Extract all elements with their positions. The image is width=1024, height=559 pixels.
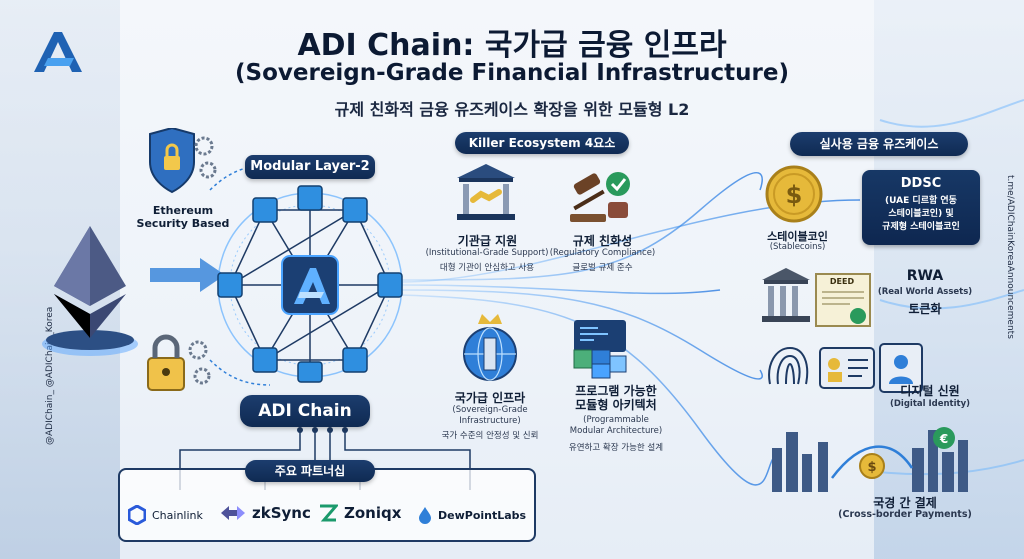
partner-zksync: zkSync — [220, 504, 311, 522]
security-label: Ethereum Security Based — [136, 204, 230, 230]
modular-layer2-badge: Modular Layer-2 — [245, 155, 375, 179]
adi-logo — [34, 32, 82, 72]
killer-item-3-desc: 국가 수준의 안정성 및 신뢰 — [441, 431, 539, 441]
page-title-english: (Sovereign-Grade Financial Infrastructur… — [235, 60, 789, 86]
layer2-network-diagram — [217, 185, 403, 383]
rwa-sub: 토큰화 — [908, 302, 942, 316]
digital-identity-icons — [768, 343, 923, 393]
partner-dewpointlabs: DewPointLabs — [418, 506, 526, 524]
bank-handshake-icon — [457, 164, 515, 220]
rwa-en: (Real World Assets) — [877, 287, 973, 297]
payments-title: 국경 간 결제 — [873, 496, 937, 510]
rwa-title: RWA — [906, 268, 944, 284]
killer-item-1-en: (Institutional-Grade Support) — [425, 248, 549, 258]
svg-text:€: € — [939, 432, 948, 446]
adi-chain-badge: ADI Chain — [240, 395, 370, 427]
svg-text:$: $ — [867, 460, 876, 475]
partnerships-label: 주요 파트너십 — [245, 460, 375, 482]
killer-item-4-en2: Modular Architecture) — [569, 426, 663, 436]
identity-title: 디지털 신원 — [900, 384, 960, 398]
killer-item-3-en2: Infrastructure) — [459, 416, 521, 426]
page-subtitle: 규제 친화적 금융 유즈케이스 확장을 위한 모듈형 L2 — [334, 100, 690, 119]
killer-item-4-en: (Programmable — [583, 415, 649, 425]
bank-deed-icon — [762, 268, 871, 327]
gavel-stamp-icon — [570, 172, 630, 222]
ethereum-icon — [42, 226, 138, 356]
crown-globe-icon — [463, 314, 517, 381]
killer-item-2-title: 규제 친화성 — [572, 234, 633, 248]
partner-chainlink: Chainlink — [128, 505, 203, 525]
killer-item-3-title: 국가급 인프라 — [454, 391, 526, 405]
killer-item-1-desc: 대형 기관이 안심하고 사용 — [439, 263, 535, 273]
killer-item-1-title: 기관급 지원 — [457, 234, 518, 248]
telegram-handle-right: t.me/ADIChainKoreaAnnouncements — [1005, 175, 1015, 339]
stablecoin-en: (Stablecoins) — [769, 242, 826, 252]
zksync-icon — [221, 506, 245, 520]
stablecoin-title: 스테이블코인 — [767, 230, 828, 243]
zoniqx-icon — [320, 504, 338, 522]
padlock-icon — [147, 334, 211, 391]
dollar-coin-icon: $ — [765, 165, 823, 223]
page-title: ADI Chain: 국가급 금융 인프라 — [297, 28, 727, 63]
killer-item-3-en: (Sovereign-Grade — [452, 405, 528, 415]
svg-text:$: $ — [786, 181, 803, 209]
killer-ecosystem-header: Killer Ecosystem 4요소 — [455, 132, 629, 154]
killer-item-4-desc: 유연하고 확장 가능한 설계 — [568, 443, 664, 453]
ddsc-card: DDSC (UAE 디르함 연동 스테이블코인) 및 규제형 스테이블코인 — [862, 170, 980, 245]
killer-item-4-title: 프로그램 가능한 모듈형 아키텍처 — [575, 384, 657, 412]
partner-zoniqx: Zoniqx — [318, 503, 401, 523]
payments-en: (Cross-border Payments) — [838, 509, 972, 520]
deed-label: DEED — [829, 277, 855, 286]
modular-code-icon — [573, 320, 627, 379]
shield-lock-icon — [149, 128, 217, 194]
identity-en: (Digital Identity) — [889, 399, 971, 409]
droplet-icon — [419, 507, 431, 524]
usecases-header: 실사용 금융 유즈케이스 — [790, 132, 968, 156]
killer-item-2-desc: 글로벌 규제 준수 — [572, 263, 633, 273]
cross-border-payments-icon: $ € — [772, 427, 968, 492]
chainlink-icon — [128, 505, 146, 525]
killer-item-2-en: (Regulatory Compliance) — [549, 248, 656, 258]
